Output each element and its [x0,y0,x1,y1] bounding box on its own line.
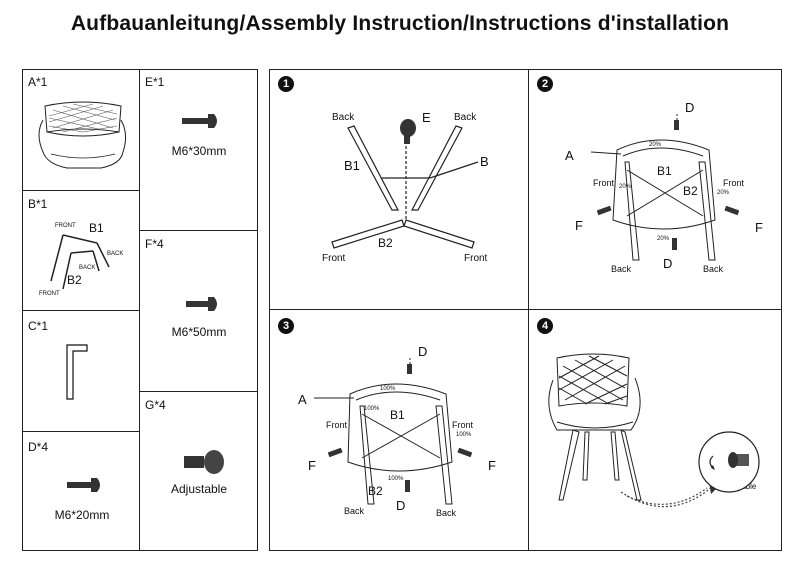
back-label: BACK [79,265,96,271]
part-g-caption: Adjustable [170,482,228,496]
back-label: Back [703,264,724,274]
f-label: F [575,218,583,233]
front-label: Front [326,420,348,430]
d-label: D [663,256,673,271]
part-b-label: B*1 [28,197,48,211]
leg-frame-drawing [50,234,110,290]
allen-key-icon [66,344,88,400]
b2-label: B2 [683,184,698,198]
bolt-icon [67,478,100,492]
front-label: Front [593,178,615,188]
percent-label: 20% [717,190,730,196]
b1-label: B1 [344,158,360,173]
b1-label: B1 [89,221,104,235]
front-label: Front [452,420,474,430]
f-label: F [755,220,763,235]
back-label: Back [454,112,477,123]
percent-label: 100% [364,406,380,412]
back-label: Back [436,508,457,518]
back-label: Back [332,112,355,123]
part-a-label: A*1 [28,75,48,89]
part-d-label: D*4 [28,440,49,454]
part-e-label: E*1 [145,75,165,89]
step-1-panel: 1 Back Back E B1 B B2 Front Front [269,69,529,310]
part-c-cell: C*1 [22,310,140,432]
back-label: BACK [107,251,124,257]
front-label: Front [723,178,745,188]
step-2-number: 2 [537,76,553,92]
front-label: FRONT [39,291,60,297]
part-e-cell: E*1 M6*30mm [139,69,258,231]
a-label: A [565,148,574,163]
step-3-number: 3 [278,318,294,334]
b2-label: B2 [378,236,393,250]
step-4-number: 4 [537,318,553,334]
b1-label: B1 [657,164,672,178]
bolt-icon [182,114,217,128]
e-label: E [422,110,431,125]
part-e-size: M6*30mm [171,144,227,158]
finished-chair-drawing [548,353,760,508]
a-label: A [298,392,307,407]
step-2-panel: 2 D A 20% Front B1 B2 Front 20% 20% F F … [528,69,782,310]
front-label: FRONT [55,223,76,229]
d-label: D [418,344,428,359]
part-f-cell: F*4 M6*50mm [139,230,258,392]
back-label: Back [344,506,365,516]
b2-label: B2 [368,484,383,498]
front-label: Front [322,253,346,264]
bolt-icon [186,297,217,311]
f-label: F [488,458,496,473]
b-label: B [480,154,489,169]
adjustable-foot-icon [184,450,224,474]
percent-label: 20% [619,184,632,190]
step-4-panel: 4 G Adjustable [528,309,782,551]
underside-tightening-drawing [314,358,473,505]
percent-label: 100% [380,386,396,392]
armchair-drawing [38,101,127,169]
b1-label: B1 [390,408,405,422]
part-f-label: F*4 [145,237,164,251]
step-1-number: 1 [278,76,294,92]
front-label: Front [464,253,488,264]
d-label: D [396,498,406,513]
part-c-label: C*1 [28,319,49,333]
step-3-panel: 3 D A 100% 100% B1 Front Front 100% F F … [269,309,529,551]
f-label: F [308,458,316,473]
part-f-size: M6*50mm [171,325,227,339]
part-d-size: M6*20mm [54,508,110,522]
part-g-cell: G*4 Adjustable [139,391,258,551]
part-b-cell: B*1 FRONT B1 BACK BACK B2 FRONT [22,190,140,311]
page-title: Aufbauanleitung/Assembly Instruction/Ins… [70,12,730,35]
part-g-label: G*4 [145,398,166,412]
part-d-cell: D*4 M6*20mm [22,431,140,551]
d-label: D [685,100,695,115]
underside-assembly-drawing [590,114,740,261]
b2-label: B2 [67,273,82,287]
percent-label: 100% [456,432,472,438]
part-a-cell: A*1 [22,69,140,191]
percent-label: 100% [388,476,404,482]
percent-label: 20% [657,236,670,242]
percent-label: 20% [649,142,662,148]
back-label: Back [611,264,632,274]
leg-frame-drawing [331,119,479,249]
